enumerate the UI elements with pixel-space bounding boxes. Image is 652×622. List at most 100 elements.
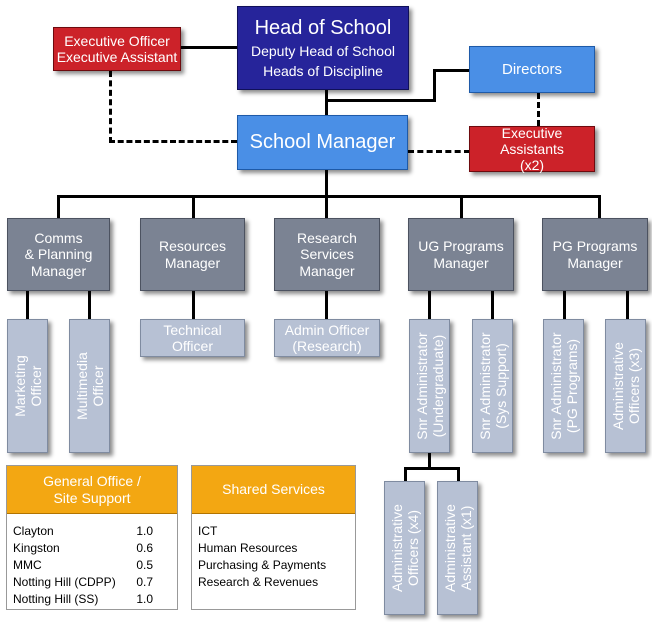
connector-directors-h1 [325,99,435,102]
marketing-officer-line2: Officer [27,365,44,407]
snr-admin-sys-support-text: Snr Administrator (Sys Support) [476,332,508,439]
executive-officer-box: Executive Officer Executive Assistant [53,27,181,71]
snr-ug-line1: Snr Administrator [413,332,430,440]
comms-manager-line3: Manager [30,262,87,279]
administrative-assistant-x1-box: Administrative Assistant (x1) [437,481,478,615]
research-manager-line3: Manager [299,262,355,279]
list-item: MMC 0.5 [13,557,177,574]
admin-x4-line1: Administrative [388,504,405,592]
deputy-head-label: Deputy Head of School [251,43,395,60]
connector-manager-branch [325,170,328,197]
ug-manager-line1: UG Programs [418,238,504,255]
technical-officer-line1: Technical [163,321,222,338]
service-name: Research & Revenues [198,575,319,589]
site-value: 0.7 [136,575,153,589]
site-name: Clayton [13,524,54,538]
snr-pg-line2: (PG Programs) [563,338,580,434]
connector-drop-1 [57,195,60,218]
list-item: Notting Hill (CDPP) 0.7 [13,574,177,591]
snr-sys-line1: Snr Administrator [476,332,493,440]
connector-directors-h2 [433,69,470,72]
connector-directors-v [433,69,436,102]
connector-snr-down [428,453,431,469]
head-of-school-box: Head of School Deputy Head of School Hea… [237,6,409,90]
directors-label: Directors [501,60,562,78]
connector-snr-x1 [457,467,460,481]
administrative-assistant-x1-text: Administrative Assistant (x1) [441,504,473,592]
site-value: 0.5 [136,558,153,572]
marketing-officer-box: Marketing Officer [7,319,48,453]
site-value: 1.0 [136,592,153,606]
connector-pg-admin [626,291,629,319]
directors-box: Directors [469,46,595,93]
ug-manager-line2: Manager [433,254,489,271]
list-item: ICT [198,523,355,540]
snr-ug-line2: (Undergraduate) [429,334,446,438]
administrative-officers-x4-box: Administrative Officers (x4) [384,481,425,615]
connector-comms-multimedia [88,291,91,319]
list-item: Human Resources [198,540,355,557]
comms-manager-line1: Comms [34,230,83,247]
executive-officer-label: Executive Officer [64,32,170,49]
site-name: Kingston [13,541,60,555]
dashed-exec-down [109,71,112,143]
snr-admin-undergraduate-text: Snr Administrator (Undergraduate) [413,332,445,439]
site-value: 1.0 [136,524,153,538]
connector-drop-2 [192,195,195,218]
connector-resources-technical [192,291,195,319]
comms-manager-line2: & Planning [24,246,93,263]
dashed-directors-assistants [537,93,540,126]
admin-x3-line1: Administrative [609,342,626,430]
administrative-officers-x3-text: Administrative Officers (x3) [609,342,641,430]
pg-manager-line1: PG Programs [552,238,638,255]
technical-officer-box: Technical Officer [140,319,245,357]
ug-programs-manager-box: UG Programs Manager [408,218,514,291]
assistant-x1-line2: Assistant (x1) [457,505,474,591]
connector-drop-4 [460,195,463,218]
assistant-x1-line1: Administrative [441,504,458,592]
admin-x3-line2: Officers (x3) [625,348,642,424]
shared-services-title: Shared Services [222,481,325,498]
research-manager-line2: Services [300,246,354,263]
site-name: Notting Hill (CDPP) [13,575,116,589]
snr-admin-pg-programs-box: Snr Administrator (PG Programs) [543,319,584,453]
general-office-header: General Office / Site Support [7,466,177,514]
connector-drop-5 [598,195,601,218]
research-services-manager-box: Research Services Manager [274,218,380,291]
snr-admin-pg-programs-text: Snr Administrator (PG Programs) [547,332,579,439]
shared-services-panel: Shared Services ICT Human Resources Purc… [191,465,356,610]
service-name: Purchasing & Payments [198,558,327,572]
service-name: Human Resources [198,541,298,555]
connector-comms-marketing [26,291,29,319]
multimedia-officer-line1: Multimedia [73,352,90,420]
connector-snr-x4 [404,467,407,481]
pg-programs-manager-box: PG Programs Manager [542,218,648,291]
general-office-panel: General Office / Site Support Clayton 1.0… [6,465,178,610]
dashed-exec-right [109,140,237,143]
list-item: Research & Revenues [198,574,355,591]
marketing-officer-line1: Marketing [11,355,28,417]
connector-ug-snr [428,291,431,319]
connector-pg-snr [563,291,566,319]
site-name: MMC [13,558,42,572]
list-item: Purchasing & Payments [198,557,355,574]
multimedia-officer-line2: Officer [89,365,106,407]
connector-branch-h [57,195,601,198]
resources-manager-box: Resources Manager [140,218,245,291]
head-of-school-title: Head of School [254,17,392,40]
research-manager-line1: Research [297,230,357,247]
list-item: Notting Hill (SS)1.0 [13,591,177,608]
resources-manager-line1: Resources [159,238,226,255]
multimedia-officer-box: Multimedia Officer [69,319,110,453]
executive-assistants-count: (x2) [519,157,545,174]
shared-services-header: Shared Services [192,466,355,514]
comms-planning-manager-box: Comms & Planning Manager [7,218,110,291]
connector-snr-h [404,467,460,470]
connector-head-manager [325,90,328,115]
general-office-title-line2: Site Support [53,489,131,506]
administrative-officers-x4-text: Administrative Officers (x4) [388,504,420,592]
admin-research-line2: (Research) [292,338,362,354]
connector-exec-head [180,46,237,49]
